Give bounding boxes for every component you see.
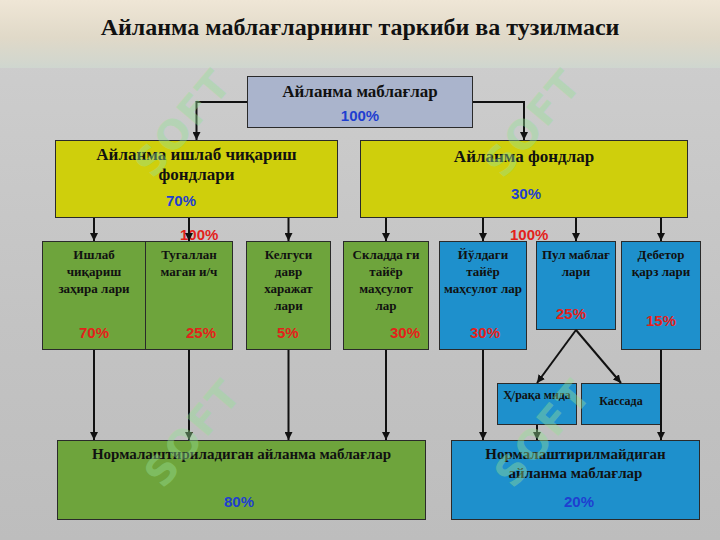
connector-arrow — [473, 102, 524, 140]
percent-value: 5% — [277, 324, 321, 342]
box-label: Дебетор қарз лари — [626, 246, 696, 280]
item-box: Складда ги тайёр маҳсулот лар 30% — [343, 241, 429, 350]
percent-value: 15% — [646, 312, 696, 330]
connector-arrow — [660, 218, 662, 241]
connector-arrow — [576, 330, 621, 383]
connector-arrow — [288, 350, 290, 440]
item-box: Йўлдаги тайёр маҳсулот лар 30% — [439, 241, 527, 350]
group-box: Айланма ишлаб чиқариш фондлари 70% — [55, 140, 338, 218]
watermark: SOFT — [125, 60, 241, 186]
percent-value: 20% — [564, 493, 624, 511]
percent-value: 25% — [186, 324, 230, 342]
percent-value: 25% — [556, 305, 606, 323]
connector-arrow — [93, 218, 95, 241]
connector-arrow — [482, 350, 484, 440]
box-label: Кассада — [584, 394, 658, 409]
item-box: Тугаллан маган и/ч 25% — [145, 241, 233, 350]
box-label: Тугаллан маган и/ч — [150, 246, 228, 280]
box-label: Ишлаб чиқариш заҳира лари — [55, 246, 133, 297]
connector-arrow — [93, 350, 95, 440]
box-label: Айланма маблағлар — [248, 82, 472, 102]
watermark: SOFT — [485, 370, 601, 496]
connector-arrow — [482, 218, 484, 241]
box-label: Айланма ишлаб чиқариш фондлари — [60, 145, 333, 185]
summary-box: Нормалаштириладиган айланма маблағлар 80% — [57, 440, 426, 520]
box-label: Айланма фондлар — [365, 147, 683, 167]
percent-label: 100% — [510, 226, 548, 243]
box-label: Складда ги тайёр маҳсулот лар — [352, 246, 420, 314]
box-label: Йўлдаги тайёр маҳсулот лар — [444, 246, 522, 297]
box-label: Нормалаштириладиган айланма маблағлар — [88, 445, 395, 464]
connector-arrow — [188, 350, 190, 440]
sub-box: Ҳ/рақа мида — [497, 383, 577, 425]
sub-box: Кассада — [581, 383, 661, 425]
watermark: SOFT — [475, 60, 591, 186]
box-label: Келгуси давр харажат лари — [251, 246, 326, 314]
connector-arrow — [197, 102, 248, 140]
connector-arrow — [385, 218, 387, 241]
connector-arrow — [575, 218, 577, 241]
box-label: Нормалаштирилмайдиган айланма маблағлар — [456, 445, 695, 483]
item-box: Пул маблағ лари 25% — [536, 241, 616, 330]
percent-value: 80% — [224, 493, 284, 511]
box-label: Пул маблағ лари — [541, 246, 611, 280]
connector-arrow — [660, 350, 662, 440]
percent-value: 30% — [511, 185, 571, 203]
item-box: Келгуси давр харажат лари 5% — [246, 241, 331, 350]
page-title: Айланма маблағларнинг таркиби ва тузилма… — [0, 14, 720, 41]
connector-arrow — [385, 350, 387, 440]
box-label: Ҳ/рақа мида — [500, 388, 574, 403]
connector-arrow — [537, 330, 576, 383]
connector-arrow — [188, 218, 190, 241]
percent-value: 70% — [79, 324, 129, 342]
item-box: Ишлаб чиқариш заҳира лари 70% — [42, 241, 146, 350]
percent-value: 30% — [390, 324, 428, 342]
summary-box: Нормалаштирилмайдиган айланма маблағлар 2… — [451, 440, 700, 520]
percent-value: 30% — [470, 324, 520, 342]
root-box: Айланма маблағлар 100% — [247, 76, 473, 128]
percent-label: 100% — [180, 226, 218, 243]
item-box: Дебетор қарз лари 15% — [621, 241, 701, 350]
watermark: SOFT — [135, 370, 251, 496]
percent-value: 100% — [248, 107, 472, 125]
group-box: Айланма фондлар 30% — [360, 140, 688, 218]
connector-arrow — [536, 425, 538, 440]
percent-value: 70% — [166, 192, 226, 210]
connector-arrow — [288, 218, 290, 241]
